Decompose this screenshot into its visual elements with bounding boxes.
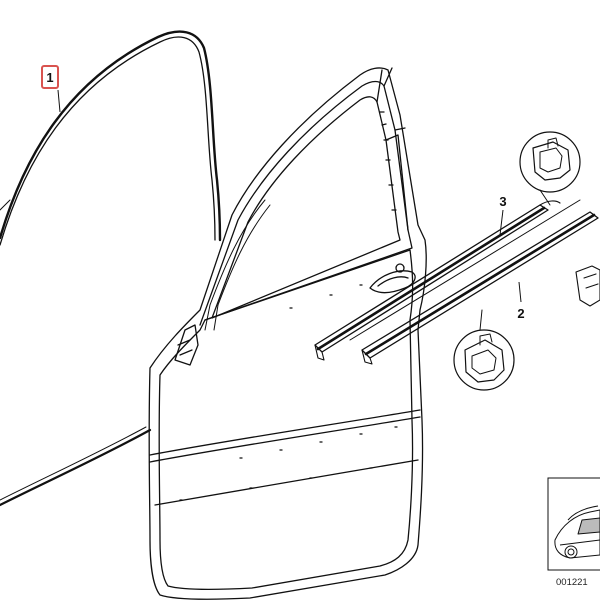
- callout-3[interactable]: 3: [499, 194, 507, 236]
- window-shaft-seal[interactable]: [349, 199, 599, 365]
- callout-2-label: 2: [517, 306, 524, 321]
- callout-1-highlight: [41, 65, 59, 89]
- callout-3-leader: [499, 209, 504, 236]
- callout-1-label: 1: [46, 70, 53, 85]
- reference-code: 001221: [556, 577, 588, 588]
- clip-detail-upper[interactable]: [519, 131, 581, 206]
- weatherstrip-seal[interactable]: [0, 30, 222, 507]
- clip-piece-right[interactable]: [575, 265, 600, 307]
- clip-detail-lower[interactable]: [453, 309, 515, 391]
- callout-2-leader: [518, 281, 522, 303]
- callout-3-label: 3: [499, 194, 506, 209]
- callout-1-leader: [57, 89, 61, 113]
- callout-1[interactable]: 1: [41, 65, 61, 113]
- window-trim-moulding[interactable]: [314, 200, 561, 361]
- car-silhouette-icon: [554, 505, 600, 559]
- door-shell[interactable]: [148, 67, 427, 600]
- reference-thumbnail[interactable]: 001221: [547, 477, 600, 588]
- callout-2[interactable]: 2: [517, 281, 525, 321]
